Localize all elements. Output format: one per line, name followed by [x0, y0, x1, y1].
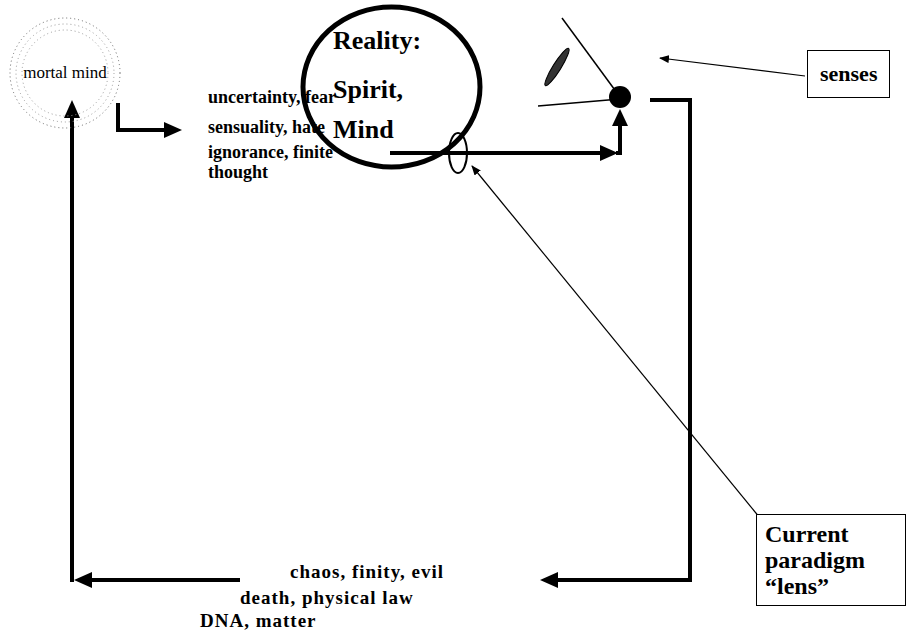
flow-label: DNA, matter: [200, 611, 317, 631]
node-body: Spirit, Mind: [333, 70, 443, 150]
flow-label: ignorance, finite thought: [208, 142, 368, 182]
leader-line: [660, 58, 805, 76]
arrow-head: [600, 145, 618, 161]
eye-outline: [538, 99, 620, 106]
flow-arrow: [118, 103, 166, 130]
dotted-ring: [10, 18, 120, 128]
eye-outline: [562, 18, 620, 97]
flow-arrow: [556, 100, 690, 580]
dotted-ring: [22, 30, 108, 116]
flow-arrow: [70, 116, 74, 582]
flow-arrow: [390, 151, 604, 155]
flow-label: death, physical law: [240, 588, 414, 608]
flow-arrow: [616, 124, 620, 153]
dotted-ring: [16, 24, 114, 122]
arrow-head: [540, 572, 558, 588]
label-box: Current paradigm “lens”: [756, 514, 906, 606]
flow-label: sensuality, hate: [208, 117, 325, 137]
flow-arrow: [90, 578, 240, 582]
label-box: senses: [807, 50, 890, 98]
arrow-head: [164, 122, 182, 138]
node-text: senses: [820, 61, 877, 87]
flow-label: chaos, finity, evil: [290, 562, 444, 582]
mortal-mind-circle: mortal mind: [8, 16, 122, 130]
node-text: Current paradigm “lens”: [765, 521, 897, 599]
arrow-head: [74, 572, 92, 588]
arrow-head: [612, 109, 628, 126]
flow-label: uncertainty, fear: [208, 87, 336, 107]
node-text: mortal mind: [23, 63, 107, 83]
leader-line: [472, 166, 760, 518]
node-heading: Reality:: [333, 26, 421, 56]
eye-lens: [542, 46, 572, 88]
eye-pupil: [609, 86, 631, 108]
